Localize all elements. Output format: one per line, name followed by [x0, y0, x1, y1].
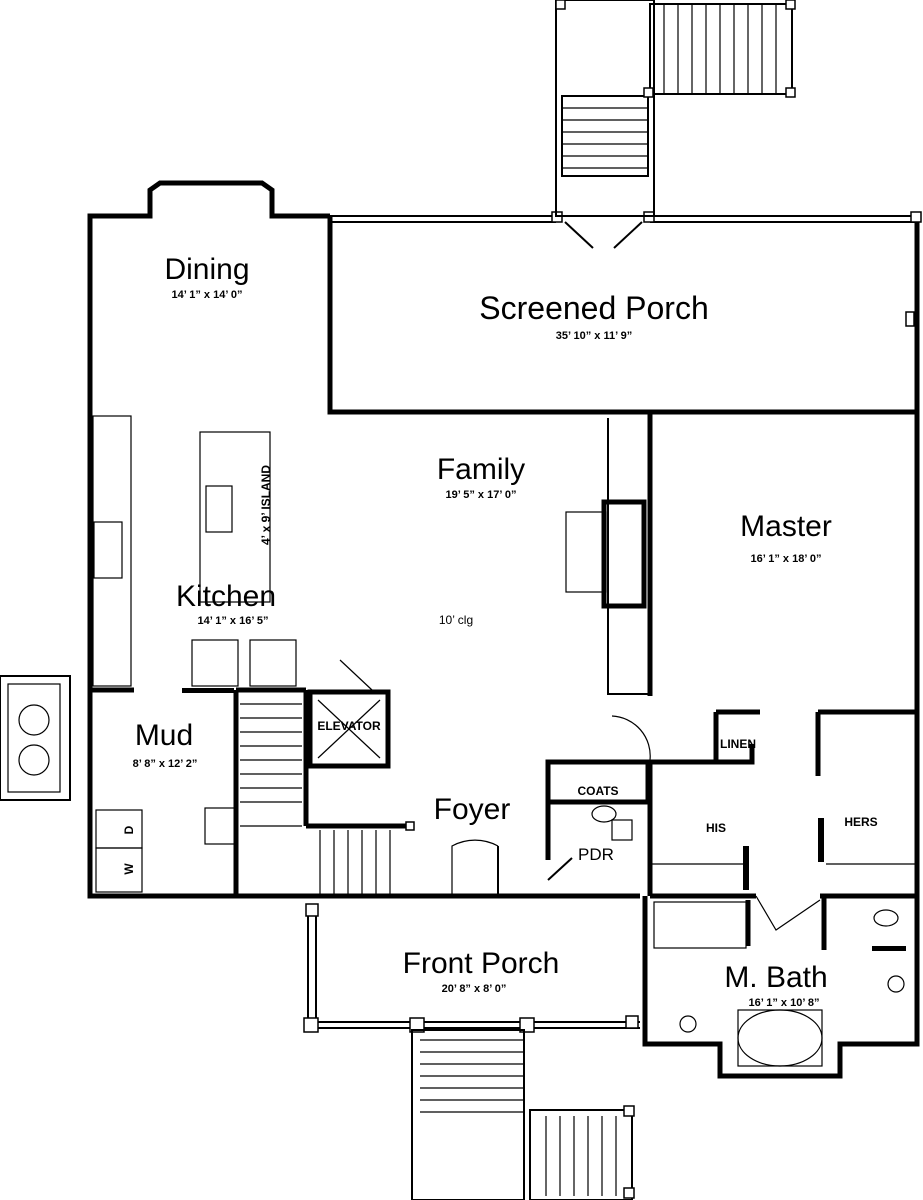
dining-east-wall: [327, 216, 917, 415]
island-label: 4’ x 9’ ISLAND: [259, 465, 273, 545]
foyer-label: Foyer: [434, 793, 511, 826]
shower: [653, 901, 747, 949]
master-bath-label: M. Bath: [724, 961, 827, 994]
kitchen-fixtures: [90, 415, 297, 693]
fireplace-column: [607, 418, 650, 695]
mud-sink: [204, 807, 236, 845]
linen-label: LINEN: [720, 737, 756, 751]
elevator-label: ELEVATOR: [317, 719, 381, 733]
front-stairs: [411, 1029, 635, 1200]
his-closet-label: HIS: [706, 821, 726, 835]
mud-dims: 8’ 8” x 12’ 2”: [133, 758, 198, 770]
range-hood: [93, 521, 123, 579]
main-stairs: [240, 690, 415, 896]
master-bath-fixtures: [653, 896, 906, 1067]
rear-stairs: [555, 0, 796, 217]
dining-label: Dining: [164, 253, 249, 286]
master-bath-dims: 16’ 1” x 10’ 8”: [749, 997, 820, 1009]
kitchen-dims: 14’ 1” x 16’ 5”: [198, 615, 269, 627]
family-label: Family: [437, 453, 525, 486]
master-dims: 16’ 1” x 18’ 0”: [751, 553, 822, 565]
dryer: [95, 809, 143, 849]
family-ceiling: 10’ clg: [439, 613, 473, 627]
screened-porch-label: Screened Porch: [479, 290, 708, 326]
master-closets: [650, 709, 917, 931]
washer-label: W: [122, 863, 136, 875]
master-label: Master: [740, 510, 832, 543]
coats-label: COATS: [577, 784, 618, 798]
kitchen-label: Kitchen: [176, 580, 276, 613]
bathtub: [737, 1009, 823, 1067]
foyer-closets: [451, 715, 651, 896]
dining-bay-wall: [87, 180, 640, 899]
island-sink: [205, 485, 233, 533]
screened-porch-dims: 35’ 10” x 11’ 9”: [556, 330, 632, 342]
elevator-shaft: [307, 659, 391, 769]
dining-dims: 14’ 1” x 14’ 0”: [172, 289, 243, 301]
exterior-sink: [0, 675, 71, 801]
kitchen-counter-west: [92, 415, 132, 687]
front-porch-frame: [303, 903, 640, 1033]
dryer-label: D: [122, 825, 136, 834]
hers-closet-label: HERS: [844, 815, 877, 829]
mud-label: Mud: [135, 719, 193, 752]
fireplace: [565, 499, 647, 609]
family-dims: 19’ 5” x 17’ 0”: [446, 489, 517, 501]
mud-room-fixtures: [95, 687, 306, 896]
front-porch-label: Front Porch: [403, 947, 560, 980]
front-porch-dims: 20’ 8” x 8’ 0”: [442, 983, 507, 995]
master-bath-wall: [642, 712, 920, 1079]
pdr-label: PDR: [578, 845, 614, 864]
kitchen-island: [199, 431, 271, 603]
